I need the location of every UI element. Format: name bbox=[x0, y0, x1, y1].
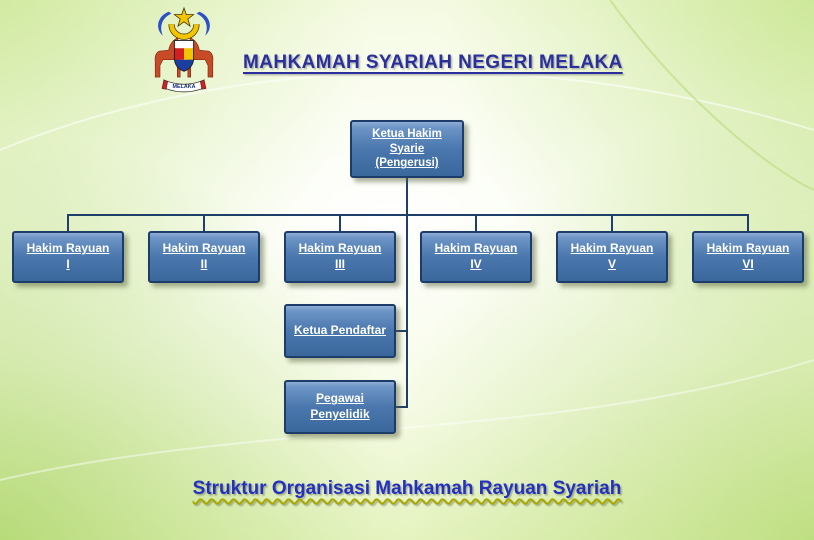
org-box-pegawai-penyelidik: Pegawai Penyelidik bbox=[284, 380, 396, 434]
org-box-hakim-rayuan-1: Hakim Rayuan I bbox=[12, 231, 124, 283]
org-box-hakim-rayuan-4: Hakim Rayuan IV bbox=[420, 231, 532, 283]
connector-stub-ketua-pendaftar bbox=[395, 330, 407, 332]
node-label-line: I bbox=[66, 257, 70, 271]
org-box-hakim-rayuan-2: Hakim Rayuan II bbox=[148, 231, 260, 283]
connector-stub-pegawai-penyelidik bbox=[395, 406, 407, 408]
node-label-line: Hakim Rayuan bbox=[434, 241, 518, 256]
node-label-line: Penyelidik bbox=[310, 407, 370, 421]
node-label-line: Ketua Pendaftar bbox=[293, 323, 387, 338]
node-label-line: VI bbox=[742, 257, 754, 271]
node-label-line: Ketua Hakim bbox=[372, 127, 442, 140]
page-title: MAHKAMAH SYARIAH NEGERI MELAKA bbox=[243, 52, 623, 73]
node-label-line: Hakim Rayuan bbox=[570, 241, 654, 256]
connector-drop-1 bbox=[67, 214, 69, 233]
connector-staff-vertical bbox=[406, 214, 408, 408]
node-label-line: V bbox=[607, 257, 616, 271]
node-label-line: Syarie bbox=[389, 142, 425, 155]
node-label-line: II bbox=[200, 257, 208, 271]
mantling-left-icon bbox=[158, 11, 172, 36]
connector-drop-3 bbox=[339, 214, 341, 233]
node-label-line: Hakim Rayuan bbox=[298, 241, 382, 256]
connector-drop-6 bbox=[747, 214, 749, 233]
star-icon bbox=[173, 6, 195, 28]
node-label-line: IV bbox=[470, 257, 482, 271]
connector-main-horizontal bbox=[67, 214, 749, 216]
connector-drop-2 bbox=[203, 214, 205, 233]
org-box-hakim-rayuan-3: Hakim Rayuan III bbox=[284, 231, 396, 283]
connector-drop-4 bbox=[475, 214, 477, 233]
node-label-line: Hakim Rayuan bbox=[162, 241, 246, 256]
mantling-right-icon bbox=[196, 11, 210, 36]
org-box-hakim-rayuan-6: Hakim Rayuan VI bbox=[692, 231, 804, 283]
org-box-hakim-rayuan-5: Hakim Rayuan V bbox=[556, 231, 668, 283]
footer-caption: Struktur Organisasi Mahkamah Rayuan Syar… bbox=[192, 478, 622, 499]
logo-banner-text: MELAKA bbox=[173, 84, 196, 90]
org-box-ketua-hakim-syarie: Ketua Hakim Syarie (Pengerusi) bbox=[350, 120, 464, 178]
connector-root-vertical bbox=[406, 178, 408, 216]
node-label-line: Hakim Rayuan bbox=[26, 241, 110, 256]
node-label-line: III bbox=[334, 257, 345, 271]
node-label-line: Pegawai bbox=[315, 391, 365, 406]
melaka-coat-of-arms: MELAKA bbox=[136, 6, 232, 102]
shield-icon bbox=[174, 40, 194, 72]
connector-drop-5 bbox=[611, 214, 613, 233]
deer-right-icon bbox=[187, 37, 214, 78]
deer-left-icon bbox=[154, 37, 181, 78]
node-label-line: Hakim Rayuan bbox=[706, 241, 790, 256]
org-box-ketua-pendaftar: Ketua Pendaftar bbox=[284, 304, 396, 358]
node-label-line: (Pengerusi) bbox=[375, 157, 439, 170]
